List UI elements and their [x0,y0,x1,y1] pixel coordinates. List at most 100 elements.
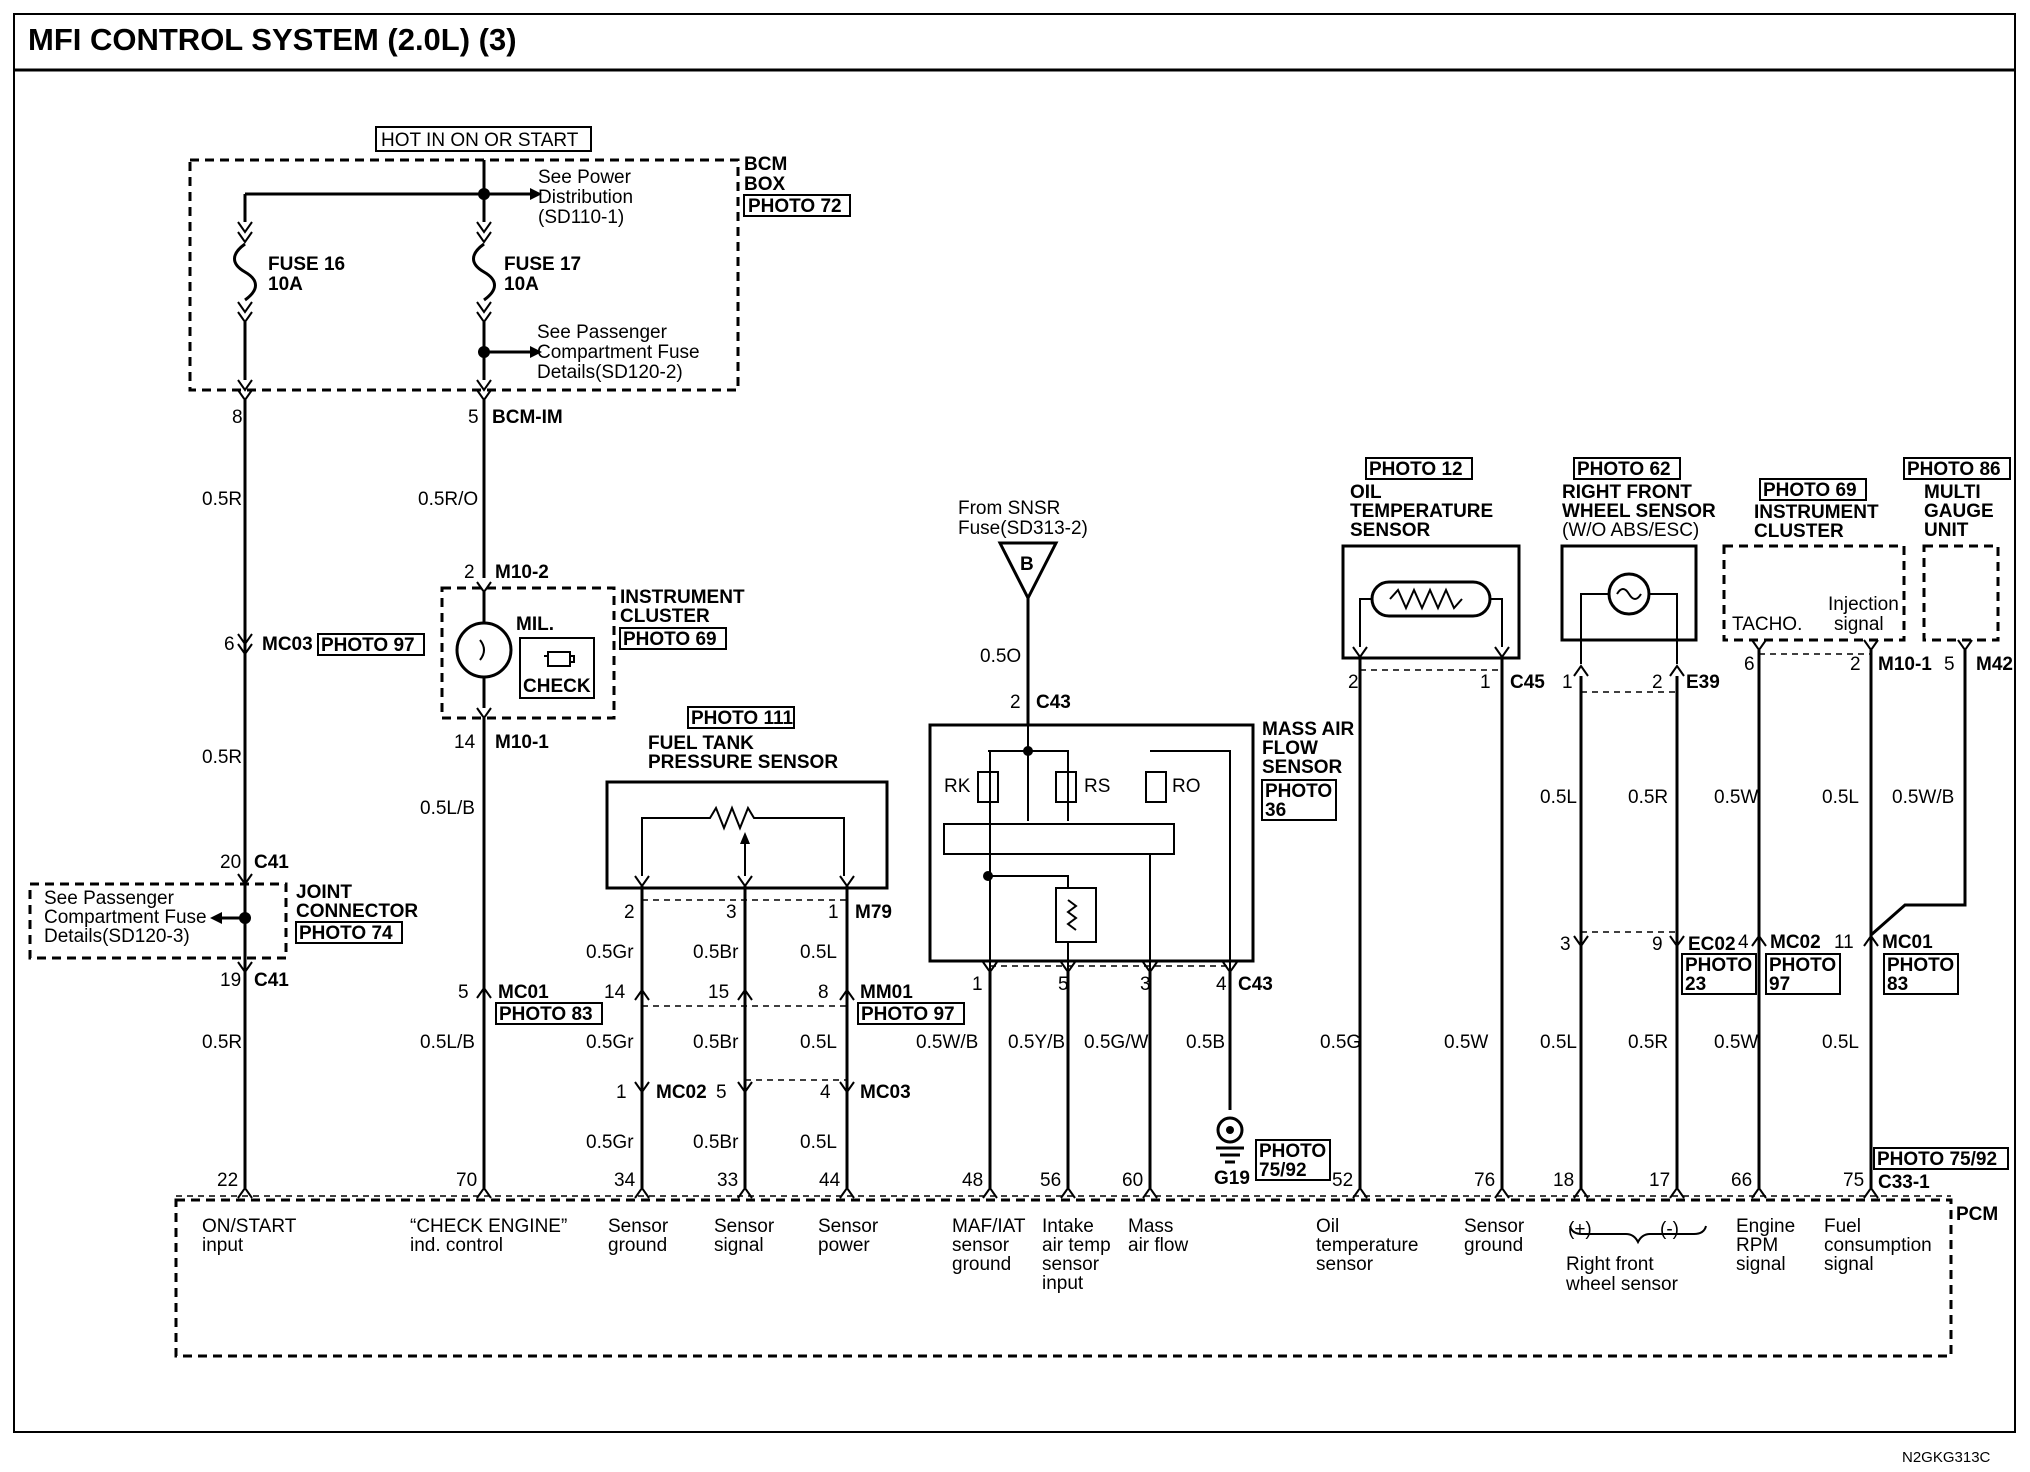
pcm-terminal-arrow [237,1186,253,1199]
connector-ec02: EC02 [1688,934,1736,955]
pcm-terminal-arrow [737,1186,753,1199]
oil-label-2: TEMPERATURE [1350,501,1493,522]
connector-c45: C45 [1510,672,1545,693]
pcm-terminal-arrow [1142,1186,1158,1199]
wire-label: 0.5Br [693,1032,739,1053]
pcm-terminal-description: ground [608,1235,667,1256]
check-engine-circuit: 0.5R/O 2 M10-2 MIL. CHECK INSTRUMENT CLU… [418,400,745,1188]
pcm-pin-52: 52 [1332,1170,1353,1191]
photo-ref-69-b: PHOTO 69 [1763,480,1857,501]
pcm-terminal-description: sensor [952,1235,1010,1256]
wire-label: 0.5L [1540,787,1577,808]
wire-label: 0.5Br [693,1132,739,1153]
mass-air-flow-sensor: From SNSR Fuse(SD313-2) B 0.5O 2 C43 RK … [916,498,1354,1189]
injection-label-2: signal [1834,614,1884,635]
pin-label: 9 [1652,934,1663,955]
pcm-terminal-description: ground [952,1254,1011,1275]
connector-c43: C43 [1036,692,1071,713]
check-label: CHECK [523,676,591,697]
cluster-label-1: INSTRUMENT [620,587,745,608]
rk-label: RK [944,776,971,797]
pin-label: 20 [220,852,241,873]
injection-label-1: Injection [1828,594,1899,615]
pcm-terminal-description: RPM [1736,1235,1778,1256]
check-engine-indicator [519,637,595,699]
wire-label: 0.5L [800,942,837,963]
pin-label: 1 [972,974,983,995]
pin-label: 4 [1216,974,1227,995]
pcm-pin-56: 56 [1040,1170,1061,1191]
connector-m10-1-b: M10-1 [1878,654,1932,675]
wire-label: 0.5R [202,747,242,768]
connector-m79: M79 [855,902,892,923]
connector-mc02-b: MC02 [1770,932,1821,953]
pcm-terminal-arrow [982,1186,998,1199]
oil-temperature-sensor: PHOTO 12 OIL TEMPERATURE SENSOR 2 1 C45 … [1320,457,1545,1188]
connector-mc02: MC02 [656,1082,707,1103]
cluster2-label-1: INSTRUMENT [1754,502,1879,523]
pcm-terminal-description: air temp [1042,1235,1111,1256]
power-dist-ref-3: (SD110-1) [538,207,624,228]
wire-label: 0.5W [1714,1032,1758,1053]
photo-ref-75-92: PHOTO 75/92 [1877,1149,1997,1170]
wire-label: 0.5R [1628,1032,1668,1053]
wheel-label-2: WHEEL SENSOR [1562,501,1716,522]
bcm-label: BCM [744,154,787,175]
pin-label: 11 [1834,932,1854,953]
pcm-terminal-arrow [1352,1186,1368,1199]
gauge-label-1: MULTI [1924,482,1981,503]
pcm-terminal-description: Mass [1128,1216,1173,1237]
pcm-terminal-description: Sensor [818,1216,879,1237]
instrument-cluster-right: PHOTO 69 INSTRUMENT CLUSTER TACHO. Injec… [1714,457,2013,1188]
pin-label: 1 [616,1082,627,1103]
pcm-terminal-arrow [839,1186,855,1199]
pass-fuse-ref-1: See Passenger [537,322,668,343]
maf-label-1: MASS AIR [1262,719,1354,740]
wire-label: 0.5W/B [1892,787,1954,808]
ground-g19-label: G19 [1214,1168,1250,1189]
gauge-label-3: UNIT [1924,520,1969,541]
joint-connector-box [28,882,288,960]
joint-ref-2: Compartment Fuse [44,907,207,928]
wire-label: 0.5O [980,646,1021,667]
connector-c41: C41 [254,852,289,873]
joint-connector-label-1: JOINT [296,882,352,903]
pcm-pin-66: 66 [1731,1170,1752,1191]
hot-in-label: HOT IN ON OR START [381,130,579,151]
bcm-im-connector: BCM-IM [492,407,563,428]
pin-label: 1 [1562,672,1573,693]
rs-resistor [1055,771,1077,803]
wire-label: 0.5L [800,1032,837,1053]
fuse-17-rating: 10A [504,274,539,295]
connector-mm01: MM01 [860,982,913,1003]
pcm-terminal-description: Sensor [608,1216,669,1237]
source-b-label: B [1020,554,1034,575]
connector-m42: M42 [1976,654,2013,675]
wire-label: 0.5B [1186,1032,1225,1053]
wheel-pcm-text-1: Right front [1566,1254,1654,1275]
ec02-photo-ref: PHOTO [1685,955,1752,976]
iat-thermistor [1055,887,1097,943]
wheel-minus-label: (-) [1660,1219,1679,1240]
wire-label: 0.5R [1628,787,1668,808]
pcm-pin-34: 34 [614,1170,636,1191]
diagram-frame [13,13,2016,1433]
pcm-terminal-description: signal [1824,1254,1874,1275]
wire-label: 0.5Gr [586,942,634,963]
photo-ref-111: PHOTO 111 [691,708,794,729]
fuel-tank-pressure-sensor: PHOTO 111 FUEL TANK PRESSURE SENSOR 2 3 … [586,706,965,1188]
oil-label-1: OIL [1350,482,1382,503]
pcm-terminal-description: temperature [1316,1235,1418,1256]
fuse-16-label: FUSE 16 [268,254,345,275]
photo-ref-69: PHOTO 69 [623,629,717,650]
pcm-terminal-description: signal [714,1235,764,1256]
wire-label: 0.5R [202,489,242,510]
connector-mc03: MC03 [262,634,313,655]
ec02-photo-number: 23 [1685,974,1706,995]
pcm-terminal-description: Intake [1042,1216,1094,1237]
pin-label: 5 [1058,974,1069,995]
pcm-terminal-description: Sensor [714,1216,775,1237]
pin-label: 2 [1652,672,1663,693]
pin-label: 14 [604,982,626,1003]
